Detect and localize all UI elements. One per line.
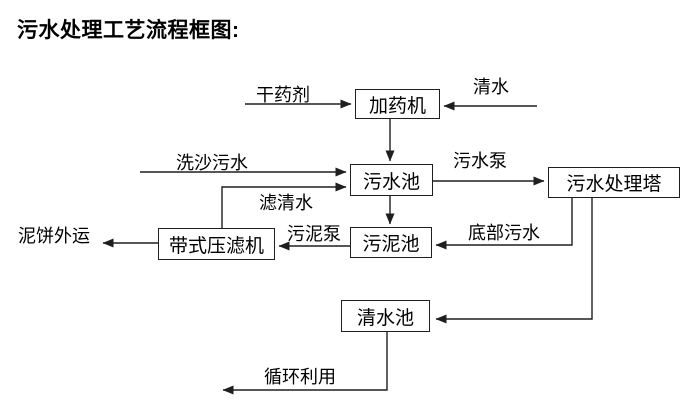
arrow-bottom-sewage-to-sludge-pool bbox=[435, 198, 573, 250]
flow-label-sludge-pump: 污泥泵 bbox=[287, 224, 341, 244]
node-sewage-pool: 污水池 bbox=[350, 164, 433, 196]
flow-label-recycling: 循环利用 bbox=[264, 367, 336, 387]
node-dosing-machine: 加药机 bbox=[355, 89, 440, 119]
arrow-filtered-water-to-sewage-pool bbox=[221, 182, 347, 228]
arrow-clear-pool-recycling bbox=[222, 332, 388, 395]
node-sludge-pool: 污泥池 bbox=[350, 227, 432, 258]
node-sewage-treatment-tower: 污水处理塔 bbox=[548, 167, 680, 198]
flow-label-sand-washing-sewage: 洗沙污水 bbox=[176, 153, 248, 173]
flow-label-clear-water: 清水 bbox=[473, 77, 509, 97]
flow-label-sewage-pump: 污水泵 bbox=[453, 151, 507, 171]
flow-label-mud-cake-outbound: 泥饼外运 bbox=[18, 226, 90, 246]
arrow-tower-to-clear-pool bbox=[435, 198, 593, 324]
node-clear-water-pool: 清水池 bbox=[341, 300, 430, 332]
page-title: 污水处理工艺流程框图: bbox=[17, 19, 240, 42]
node-belt-filter-press: 带式压滤机 bbox=[158, 228, 275, 260]
flow-label-bottom-sewage: 底部污水 bbox=[468, 223, 540, 243]
flow-label-dry-chemical: 干药剂 bbox=[256, 85, 310, 105]
flow-label-filtered-clear-water: 滤清水 bbox=[259, 193, 313, 213]
